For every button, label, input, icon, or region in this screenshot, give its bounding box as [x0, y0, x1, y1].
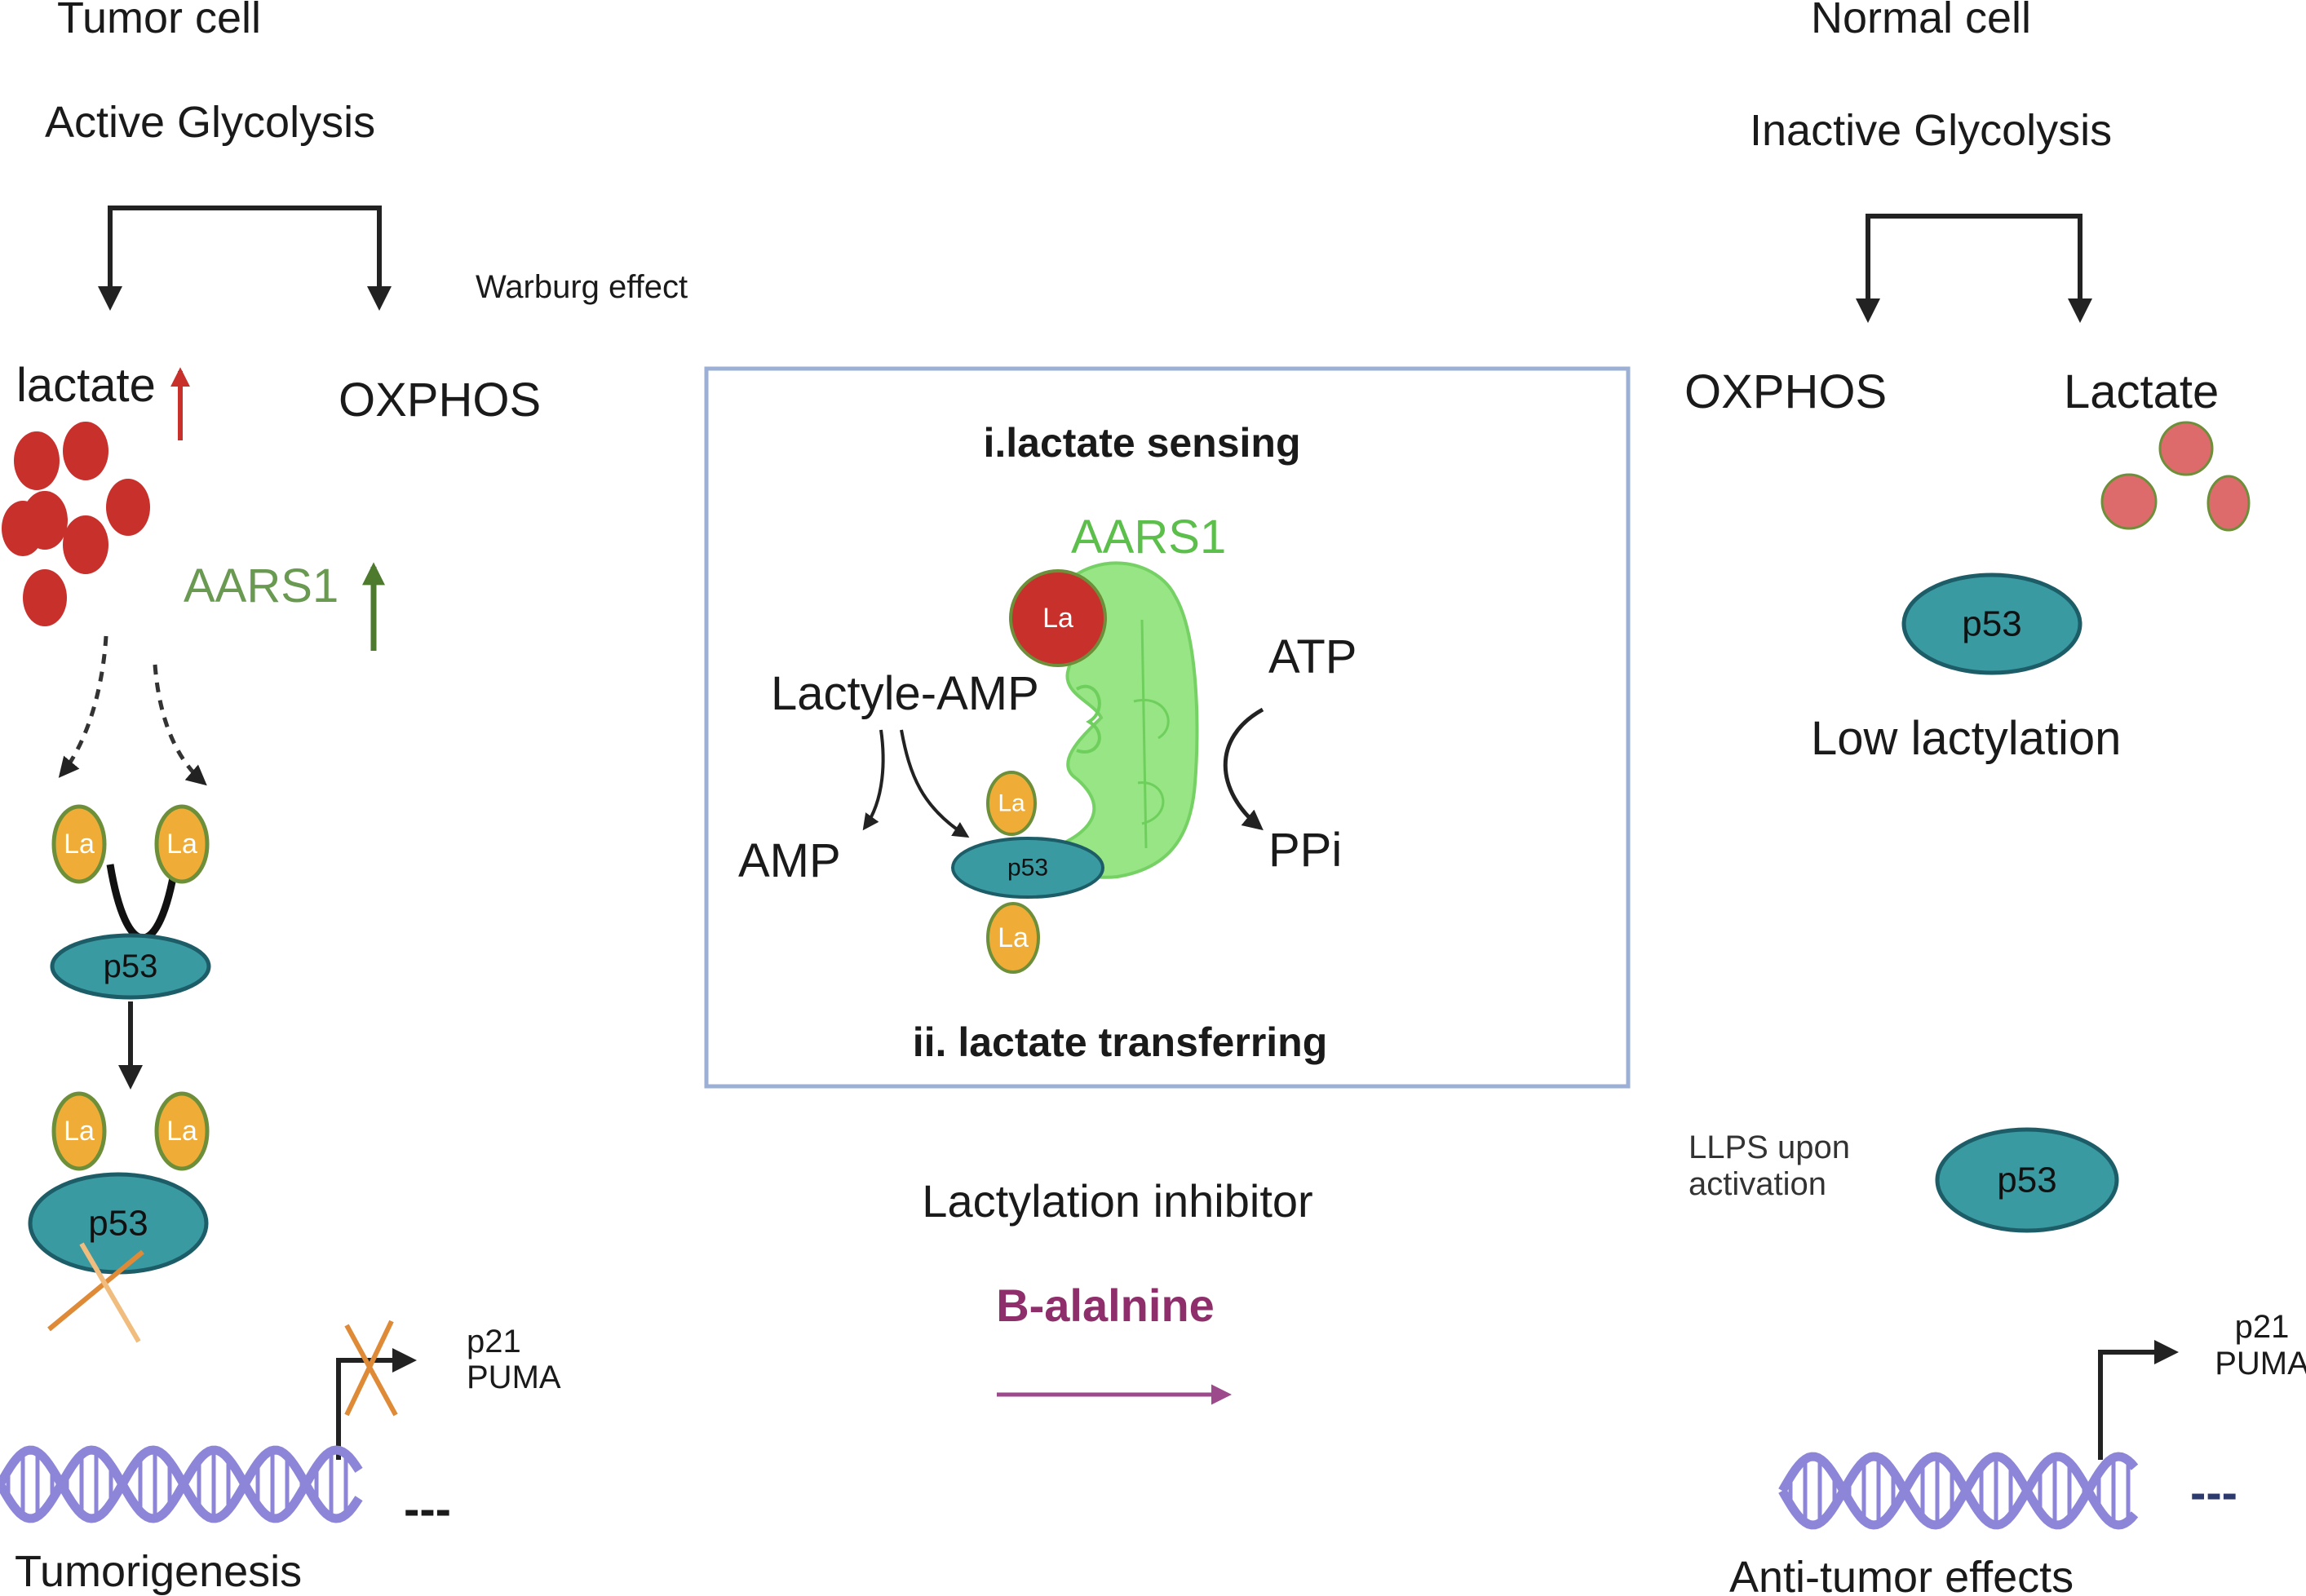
tumorigenesis-label: Tumorigenesis — [15, 1547, 302, 1596]
tumor-gene-p21: p21 — [467, 1324, 521, 1359]
activated-p53 — [1935, 1127, 2119, 1233]
p53-label: p53 — [1997, 1161, 2056, 1200]
ppi-label: PPi — [1268, 824, 1342, 877]
mechanism-box — [704, 366, 1631, 1089]
normal-ellipsis: --- — [2190, 1466, 2237, 1519]
anti-tumor-effects-label: Anti-tumor effects — [1729, 1553, 2074, 1596]
inactive-glycolysis-label: Inactive Glycolysis — [1750, 106, 2112, 155]
la-label: La — [64, 1116, 95, 1147]
lactate-molecules-pale — [2100, 421, 2251, 532]
normal-branch-arrow — [1856, 214, 2092, 323]
lactate-bound-circle — [1009, 569, 1107, 667]
dna-helix — [1778, 1452, 2139, 1530]
la-label: La — [64, 829, 95, 860]
lactate-transferring-title: ii. lactate transferring — [913, 1019, 1328, 1065]
p53-label: p53 — [1962, 604, 2021, 644]
active-transcription-arrow — [2098, 1340, 2179, 1460]
normal-cell-title: Normal cell — [1811, 0, 2031, 42]
normal-p53 — [1901, 573, 2082, 675]
normal-gene-puma: PUMA — [2215, 1346, 2306, 1382]
p53-label: p53 — [88, 1204, 148, 1244]
dna-helix — [0, 1445, 363, 1523]
lactate-molecule-cluster — [2, 422, 150, 626]
p53-label: p53 — [1007, 855, 1048, 882]
llps-line-2: activation — [1689, 1166, 1826, 1202]
p53-label: p53 — [104, 948, 158, 984]
tumor-lactate-label: lactate — [16, 359, 156, 412]
tumor-gene-puma: PUMA — [467, 1359, 561, 1395]
low-lactylation-label: Low lactylation — [1811, 712, 2121, 765]
normal-lactate-label: Lactate — [2064, 365, 2219, 418]
blocked-transcription-arrow — [336, 1320, 417, 1460]
lactylated-p53-complex: La La p53 — [50, 804, 211, 1000]
normal-oxphos-label: OXPHOS — [1684, 365, 1887, 418]
lactyl-amp-arrows — [862, 729, 970, 838]
lactate-sensing-title: i.lactate sensing — [983, 420, 1300, 466]
la-label: La — [998, 922, 1029, 953]
la-label: La — [998, 790, 1025, 817]
active-glycolysis-label: Active Glycolysis — [45, 98, 375, 147]
tumor-oxphos-label: OXPHOS — [339, 374, 541, 427]
dna-strand — [0, 1445, 363, 1523]
lactylation-inhibitor-label: Lactylation inhibitor — [922, 1175, 1312, 1227]
inactive-p53-complex: La La p53 — [28, 1091, 210, 1343]
la-label: La — [166, 1116, 197, 1147]
atp-label: ATP — [1268, 630, 1357, 683]
tumor-aars1-label: AARS1 — [184, 559, 339, 612]
normal-gene-p21: p21 — [2235, 1309, 2290, 1345]
tumor-cell-title: Tumor cell — [57, 0, 261, 42]
amp-label: AMP — [738, 834, 841, 887]
llps-line-1: LLPS upon — [1689, 1130, 1850, 1165]
lactate-dashed-arrows — [58, 635, 207, 786]
lactyl-amp-label: Lactyle-AMP — [771, 667, 1039, 720]
atp-ppi-arrow — [1223, 707, 1264, 831]
tumor-branch-arrow — [98, 206, 392, 311]
b-alanine-label: B-alalnine — [996, 1280, 1215, 1331]
lactylated-p53-center: La p53 La — [951, 771, 1104, 974]
tumor-ellipsis: --- — [404, 1483, 451, 1536]
center-aars1-label: AARS1 — [1071, 511, 1226, 564]
dna-strand — [1778, 1452, 2139, 1530]
la-label: La — [166, 829, 197, 860]
la-label: La — [1042, 603, 1073, 634]
warburg-effect-label: Warburg effect — [476, 269, 688, 305]
